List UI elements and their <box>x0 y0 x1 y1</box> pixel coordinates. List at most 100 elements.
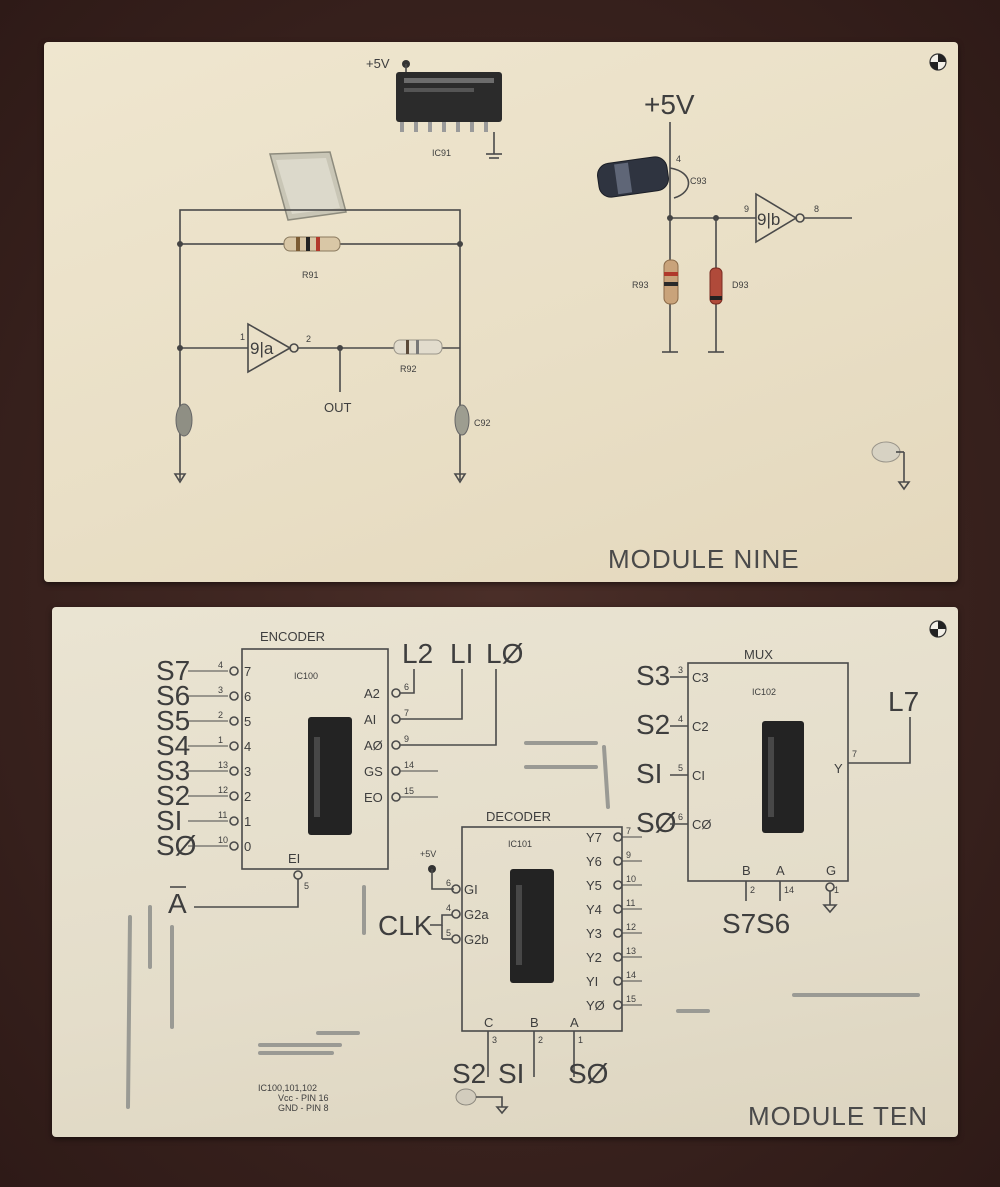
right-supply-label: +5V <box>644 89 695 120</box>
pin-circle <box>613 952 623 962</box>
pin-label: 9 <box>744 204 749 214</box>
r93-label: R93 <box>632 280 649 290</box>
pin-number: 6 <box>404 682 409 692</box>
decoder-bottom-switch-label: S2 <box>452 1058 486 1089</box>
mux-bottom-label: B <box>742 863 751 878</box>
pin-number: 7 <box>626 826 631 836</box>
encoder-input-pin: 6 <box>244 689 251 704</box>
capacitor-c93 <box>597 156 669 198</box>
decoder-bottom-switch-label: SI <box>498 1058 524 1089</box>
pin-label: 7 <box>852 749 857 759</box>
pin-circle <box>229 691 239 701</box>
mux-input-switch-label: S3 <box>636 660 670 691</box>
pin-number: 5 <box>678 763 683 773</box>
capacitor-c91 <box>175 403 193 437</box>
encoder-input-pin: 4 <box>244 739 251 754</box>
ic91-label: IC91 <box>432 148 451 158</box>
diode-d93 <box>709 267 723 305</box>
module-nine-board: +5V IC91 R91 <box>44 42 958 582</box>
c92-label: C92 <box>474 418 491 428</box>
pin-circle <box>825 882 835 892</box>
led-l0: LØ <box>486 638 523 669</box>
led-l1: LI <box>450 638 473 669</box>
encoder-input-pin: 3 <box>244 764 251 779</box>
decoder-input-label: GI <box>464 882 478 897</box>
pin-circle <box>229 816 239 826</box>
corner-screw <box>929 620 947 638</box>
pin-circle <box>391 714 401 724</box>
pin-circle <box>229 791 239 801</box>
wire <box>400 669 463 720</box>
pin-number: 12 <box>218 785 228 795</box>
wire <box>400 669 415 694</box>
mux-y-label: Y <box>834 761 843 776</box>
c93-label: C93 <box>690 176 707 186</box>
pin-number: 4 <box>446 903 451 913</box>
encoder-input-switch-label: S4 <box>156 730 190 761</box>
decoder-input-label: G2b <box>464 932 489 947</box>
decoder-bottom-label: C <box>484 1015 493 1030</box>
mux-box <box>687 662 849 882</box>
encoder-ei-label: EI <box>288 851 300 866</box>
mux-input-label: C2 <box>692 719 709 734</box>
decoder-title: DECODER <box>486 809 551 824</box>
capacitor-c92 <box>454 404 470 436</box>
encoder-input-switch-label: S5 <box>156 705 190 736</box>
pin-number: 9 <box>626 850 631 860</box>
pin-circle <box>613 904 623 914</box>
pin-number: 5 <box>446 928 451 938</box>
decoder-output-label: YI <box>586 974 598 989</box>
mux-input-switch-label: SI <box>636 758 662 789</box>
encoder-output-label: AØ <box>364 738 383 753</box>
pin-circle <box>613 856 623 866</box>
encoder-input-pin: 7 <box>244 664 251 679</box>
resistor-r92 <box>393 339 443 355</box>
ic100-chip <box>308 717 352 835</box>
svg-text:9|b: 9|b <box>757 210 780 229</box>
pin-circle <box>391 688 401 698</box>
pin-number: 1 <box>218 735 223 745</box>
encoder-output-label: GS <box>364 764 383 779</box>
pin-circle <box>613 976 623 986</box>
pin-circle <box>229 716 239 726</box>
encoder-input-pin: 0 <box>244 839 251 854</box>
note-line-1: IC100,101,102 <box>258 1083 317 1093</box>
note-line-2: Vcc - PIN 16 <box>278 1093 329 1103</box>
pin-number: 14 <box>404 760 414 770</box>
pin-number: 10 <box>218 835 228 845</box>
decoder-output-label: Y5 <box>586 878 602 893</box>
encoder-input-switch-label: S2 <box>156 780 190 811</box>
mux-bottom-switch-label: S7 <box>722 908 756 939</box>
decoder-bottom-switch-label: SØ <box>568 1058 608 1089</box>
pin-circle <box>229 841 239 851</box>
encoder-input-switch-label: S7 <box>156 655 190 686</box>
resistor-r93 <box>663 259 679 305</box>
pin-circle <box>613 1000 623 1010</box>
pin-number: 6 <box>678 812 683 822</box>
wire <box>400 669 497 746</box>
encoder-ic-label: IC100 <box>294 671 318 681</box>
pin-label: 8 <box>814 204 819 214</box>
pin-circle <box>613 880 623 890</box>
pin-number: 1 <box>834 885 839 895</box>
encoder-input-pin: 5 <box>244 714 251 729</box>
ground-symbol <box>822 904 838 914</box>
r91-label: R91 <box>302 270 319 280</box>
decoder-output-label: Y3 <box>586 926 602 941</box>
ic91-supply-label: +5V <box>366 56 390 71</box>
decoder-output-label: Y4 <box>586 902 602 917</box>
encoder-input-switch-label: S6 <box>156 680 190 711</box>
encoder-output-label: EO <box>364 790 383 805</box>
led-l2: L2 <box>402 638 433 669</box>
pin-number: 11 <box>218 810 227 820</box>
pin-number: 14 <box>784 885 794 895</box>
led-l7: L7 <box>888 686 919 717</box>
mux-input-label: CØ <box>692 817 712 832</box>
mux-input-label: CI <box>692 768 705 783</box>
pin-number: 10 <box>626 874 636 884</box>
pin-circle <box>451 909 461 919</box>
pin-circle <box>391 740 401 750</box>
mux-input-switch-label: SØ <box>636 807 676 838</box>
